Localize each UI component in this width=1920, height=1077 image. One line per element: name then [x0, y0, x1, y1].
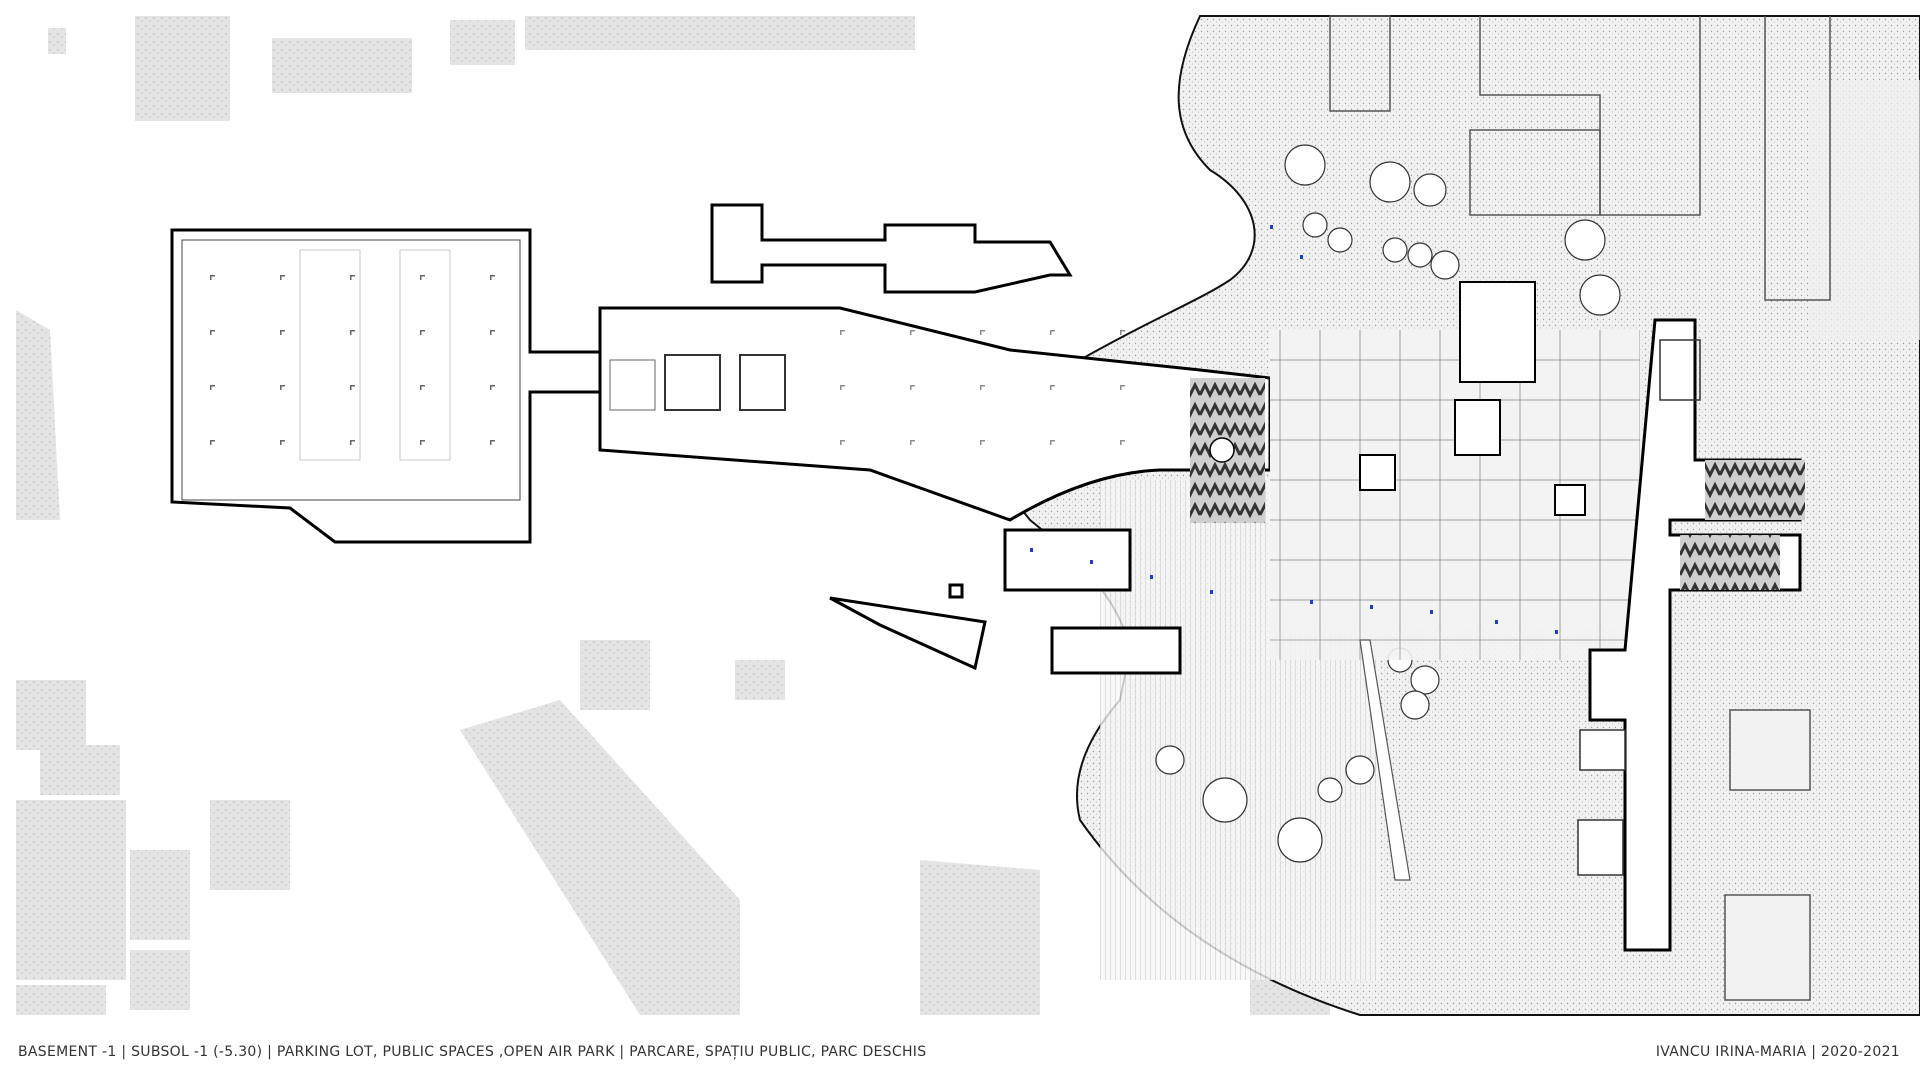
- park-outline-structures: [1329, 15, 1831, 1001]
- accent-markers: [1030, 225, 1558, 634]
- parking-garage: [170, 228, 602, 544]
- south-annexes: [829, 528, 1182, 675]
- north-annex: [710, 203, 1073, 294]
- sheet-caption: BASEMENT -1 | SUBSOL -1 (-5.30) | PARKIN…: [18, 1044, 927, 1060]
- park-pavilion: [1459, 281, 1536, 383]
- east-wing: [1577, 318, 1805, 952]
- central-hall: [598, 306, 1272, 523]
- basement-site-plan: [16, 15, 1920, 1016]
- lawn-east: [1810, 80, 1920, 340]
- trees: [1155, 144, 1621, 863]
- context-buildings: [16, 16, 1330, 1015]
- tiled-plaza: [1270, 330, 1660, 660]
- author-credit: IVANCU IRINA-MARIA | 2020-2021: [1655, 1044, 1900, 1060]
- ramp-path: [1359, 639, 1411, 881]
